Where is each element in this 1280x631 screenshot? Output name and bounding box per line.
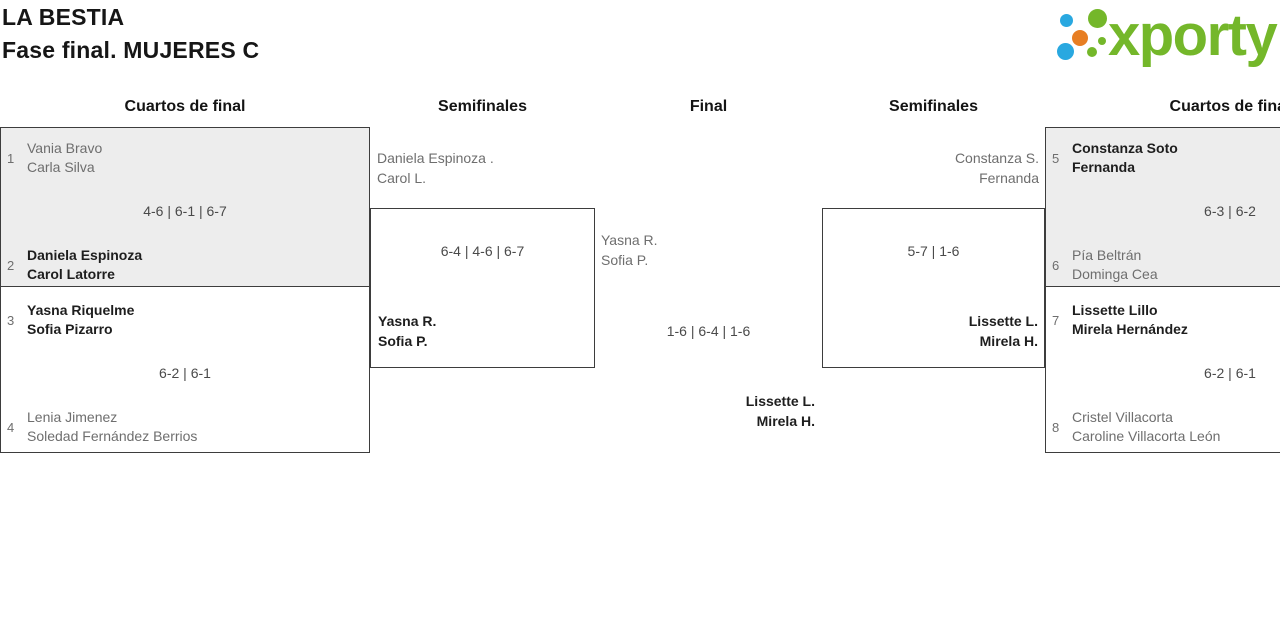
player-name: Mirela H. <box>979 332 1038 349</box>
player-name: Mirela H. <box>756 412 815 429</box>
match-score: 6-4 | 4-6 | 6-7 <box>440 243 525 259</box>
match-score: 4-6 | 6-1 | 6-7 <box>143 203 227 219</box>
column-header-semifinales-right: Semifinales <box>889 98 978 115</box>
player-name: Soledad Fernández Berrios <box>27 428 198 444</box>
match-score: 6-2 | 6-1 <box>1204 365 1256 381</box>
player-name: Lissette Lillo <box>1072 302 1158 318</box>
match-qf-left-1[interactable]: 1 Vania Bravo Carla Silva 4-6 | 6-1 | 6-… <box>0 127 370 287</box>
logo-dot-orange <box>1072 30 1088 46</box>
team-seed-8: 8 Cristel Villacorta Caroline Villacorta… <box>1046 408 1220 446</box>
team-seed-4: 4 Lenia Jimenez Soledad Fernández Berrio… <box>1 408 197 446</box>
team-names: Cristel Villacorta Caroline Villacorta L… <box>1072 408 1220 446</box>
team-seed-5: 5 Constanza Soto Fernanda <box>1046 139 1178 177</box>
team-seed-2: 2 Daniela Espinoza Carol Latorre <box>1 246 142 284</box>
match-score: 6-3 | 6-2 <box>1204 203 1256 219</box>
player-name: Constanza S. <box>954 150 1039 166</box>
final-top-team: Yasna R. Sofia P. <box>601 231 658 270</box>
seed-number: 5 <box>1052 150 1060 166</box>
seed-number: 8 <box>1052 419 1060 435</box>
page-subtitle: Fase final. MUJERES C <box>2 37 260 63</box>
match-score: 5-7 | 1-6 <box>907 243 960 259</box>
team-seed-3: 3 Yasna Riquelme Sofia Pizarro <box>1 301 134 339</box>
player-name: Fernanda <box>979 169 1039 186</box>
sf-right-winner-team: Lissette L. Mirela H. <box>969 312 1038 351</box>
final-winner-team: Lissette L. Mirela H. <box>595 392 815 431</box>
player-name: Caroline Villacorta León <box>1072 428 1221 444</box>
column-header-final: Final <box>689 98 728 115</box>
player-name: Carla Silva <box>27 159 95 175</box>
logo-dot-green-tiny <box>1098 37 1106 45</box>
team-names: Vania Bravo Carla Silva <box>27 139 102 177</box>
column-header-cuartos-right: Cuartos de final <box>1169 98 1280 115</box>
logo-wordmark: xporty <box>1108 3 1278 68</box>
seed-number: 2 <box>7 257 15 273</box>
sf-left-top-team: Daniela Espinoza . Carol L. <box>377 149 494 188</box>
player-name: Lenia Jimenez <box>27 409 118 425</box>
player-name: Daniela Espinoza <box>27 247 143 263</box>
team-names: Yasna Riquelme Sofia Pizarro <box>27 301 134 339</box>
player-name: Yasna R. <box>378 313 437 329</box>
column-header-semifinales-left: Semifinales <box>438 98 527 115</box>
seed-number: 1 <box>7 150 15 166</box>
player-name: Lissette L. <box>745 393 815 409</box>
match-qf-right-1[interactable]: 5 Constanza Soto Fernanda 6-3 | 6-2 6 Pí… <box>1045 127 1280 287</box>
seed-number: 7 <box>1052 312 1060 328</box>
player-name: Carol L. <box>377 169 427 186</box>
player-name: Constanza Soto <box>1072 140 1178 156</box>
player-name: Carol Latorre <box>27 266 115 282</box>
match-sf-left[interactable]: 6-4 | 4-6 | 6-7 Yasna R. Sofia P. <box>370 208 595 368</box>
match-qf-right-2[interactable]: 7 Lissette Lillo Mirela Hernández 6-2 | … <box>1045 286 1280 453</box>
team-names: Constanza Soto Fernanda <box>1072 139 1178 177</box>
player-name: Sofia P. <box>601 251 649 268</box>
page-title: LA BESTIA <box>2 4 125 30</box>
player-name: Dominga Cea <box>1072 266 1158 282</box>
player-name: Yasna Riquelme <box>27 302 135 318</box>
team-names: Lenia Jimenez Soledad Fernández Berrios <box>27 408 197 446</box>
title-block: LA BESTIA Fase final. MUJERES C <box>2 1 259 67</box>
sf-right-top-team: Constanza S. Fernanda <box>819 149 1039 188</box>
match-score: 6-2 | 6-1 <box>159 365 211 381</box>
logo-dot-green-small <box>1087 47 1097 57</box>
player-name: Lissette L. <box>968 313 1038 329</box>
sf-left-winner-team: Yasna R. Sofia P. <box>378 312 436 351</box>
player-name: Mirela Hernández <box>1072 321 1188 337</box>
player-name: Fernanda <box>1072 159 1136 175</box>
seed-number: 6 <box>1052 257 1060 273</box>
team-names: Daniela Espinoza Carol Latorre <box>27 246 142 284</box>
player-name: Sofia P. <box>378 332 428 349</box>
match-sf-right[interactable]: 5-7 | 1-6 Lissette L. Mirela H. <box>822 208 1045 368</box>
player-name: Cristel Villacorta <box>1072 409 1173 425</box>
logo-dot-green-large <box>1088 9 1107 28</box>
logo-dot-blue-small <box>1060 14 1073 27</box>
column-header-cuartos-left: Cuartos de final <box>124 98 246 115</box>
team-seed-6: 6 Pía Beltrán Dominga Cea <box>1046 246 1158 284</box>
match-qf-left-2[interactable]: 3 Yasna Riquelme Sofia Pizarro 6-2 | 6-1… <box>0 286 370 453</box>
player-name: Sofia Pizarro <box>27 321 113 337</box>
team-seed-7: 7 Lissette Lillo Mirela Hernández <box>1046 301 1188 339</box>
player-name: Pía Beltrán <box>1072 247 1142 263</box>
seed-number: 3 <box>7 312 15 328</box>
xporty-logo[interactable]: xporty <box>1050 0 1280 80</box>
seed-number: 4 <box>7 419 15 435</box>
team-names: Lissette Lillo Mirela Hernández <box>1072 301 1188 339</box>
final-score: 1-6 | 6-4 | 1-6 <box>666 323 751 339</box>
player-name: Vania Bravo <box>27 140 103 156</box>
logo-dot-blue-large <box>1057 43 1074 60</box>
player-name: Daniela Espinoza . <box>377 150 494 166</box>
team-names: Pía Beltrán Dominga Cea <box>1072 246 1158 284</box>
player-name: Yasna R. <box>601 232 658 248</box>
team-seed-1: 1 Vania Bravo Carla Silva <box>1 139 102 177</box>
